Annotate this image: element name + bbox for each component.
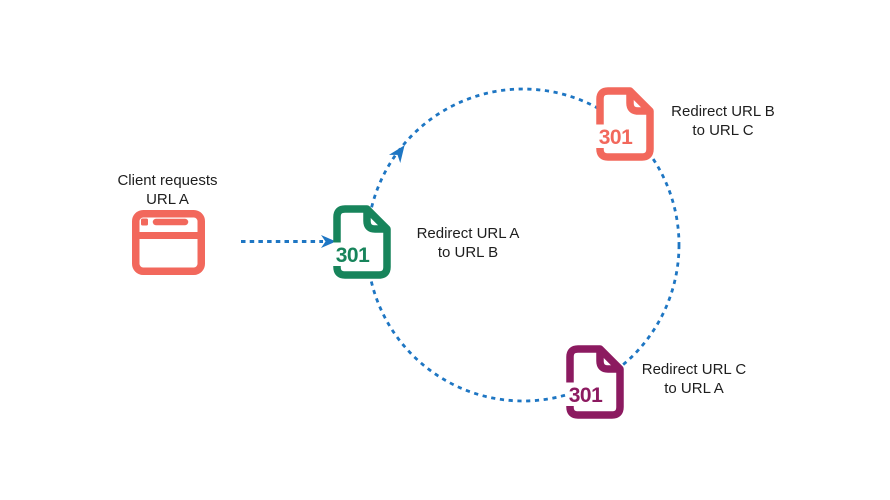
request-arrowhead-icon: [321, 235, 336, 248]
redirect-label-line2: to URL C: [692, 121, 754, 139]
document-301-icon: 301: [566, 345, 624, 419]
redirect-label-line1: Redirect URL A: [416, 225, 520, 242]
redirect-label-line1: Redirect URL C: [641, 361, 747, 378]
redirect-label-line2: to URL B: [437, 243, 499, 261]
redirect-loop-circle: [365, 87, 681, 403]
status-code-label: 301: [599, 126, 633, 149]
redirect-label-line2: to URL A: [664, 379, 724, 397]
document-301-icon: 301: [596, 87, 654, 161]
redirect-label-line1: Redirect URL B: [671, 103, 775, 120]
client-label-line2: URL A: [146, 190, 189, 208]
client-label-line1: Client requests: [117, 172, 218, 189]
redirect-a-to-b-label: Redirect URL A to URL B: [400, 225, 536, 262]
status-code-label: 301: [569, 384, 603, 407]
status-code-label: 301: [336, 244, 370, 267]
browser-window-icon: [132, 210, 205, 275]
request-arrow: [241, 235, 336, 248]
document-301-icon: 301: [333, 205, 391, 279]
redirect-c-to-a-label: Redirect URL C to URL A: [626, 361, 762, 398]
client-label: Client requests URL A: [100, 172, 235, 209]
loop-direction-arrowhead-icon: [388, 145, 405, 164]
redirect-b-to-c-label: Redirect URL B to URL C: [655, 103, 791, 140]
